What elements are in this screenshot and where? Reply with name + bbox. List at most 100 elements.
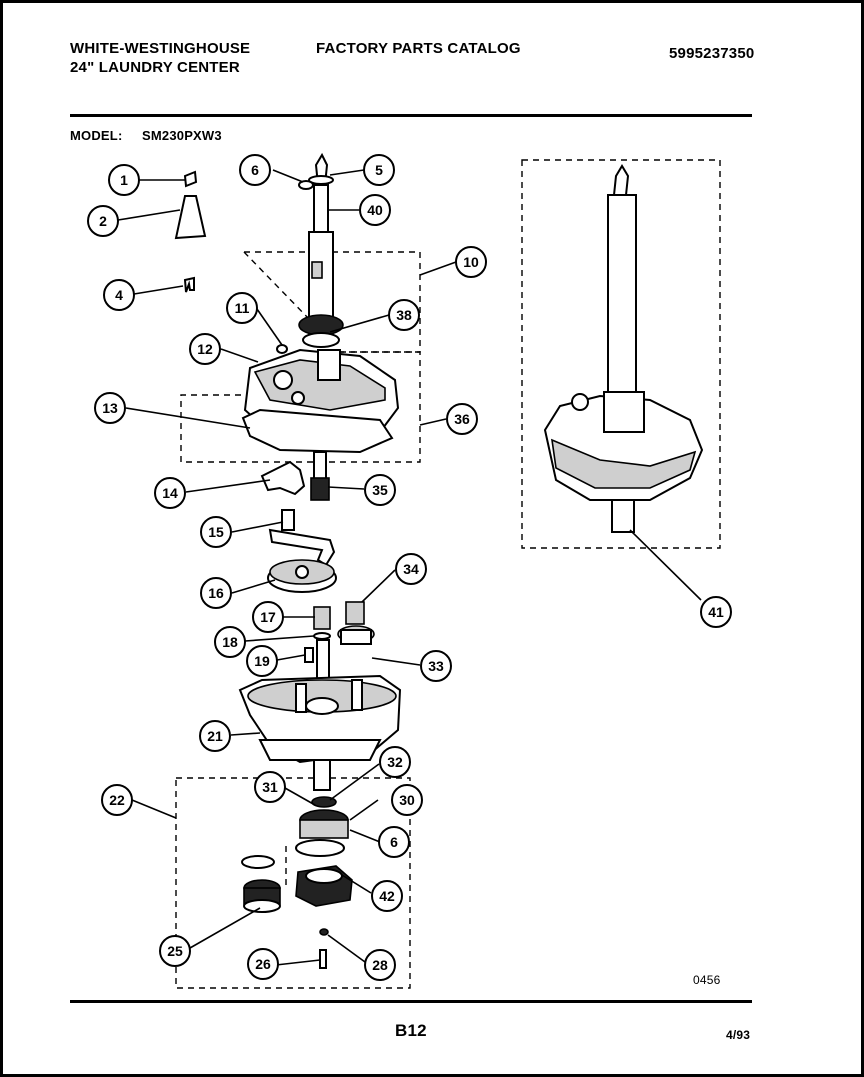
svg-text:38: 38 bbox=[396, 307, 412, 323]
callout-38: 38 bbox=[388, 299, 420, 331]
washer-part-18 bbox=[313, 632, 331, 640]
svg-text:13: 13 bbox=[102, 400, 118, 416]
svg-text:1: 1 bbox=[120, 172, 128, 188]
gasket-part-13 bbox=[241, 408, 394, 454]
callout-32: 32 bbox=[379, 746, 411, 778]
svg-text:42: 42 bbox=[379, 888, 395, 904]
callout-34: 34 bbox=[395, 553, 427, 585]
callout-31: 31 bbox=[254, 771, 286, 803]
svg-text:14: 14 bbox=[162, 485, 178, 501]
svg-text:2: 2 bbox=[99, 213, 107, 229]
clip-part-4 bbox=[183, 276, 195, 293]
callout-11: 11 bbox=[226, 292, 258, 324]
svg-text:26: 26 bbox=[255, 956, 271, 972]
callout-12: 12 bbox=[189, 333, 221, 365]
callout-33: 33 bbox=[420, 650, 452, 682]
svg-text:15: 15 bbox=[208, 524, 224, 540]
seal-part-42 bbox=[295, 839, 345, 857]
svg-text:30: 30 bbox=[399, 792, 415, 808]
callout-21: 21 bbox=[199, 720, 231, 752]
footer-rule bbox=[70, 1000, 752, 1003]
svg-text:12: 12 bbox=[197, 341, 213, 357]
group-10-diag bbox=[243, 251, 311, 321]
callout-1: 1 bbox=[108, 164, 140, 196]
callout-5: 5 bbox=[363, 154, 395, 186]
assembly-41-box bbox=[521, 159, 721, 549]
gear-part-16 bbox=[267, 559, 337, 593]
output-shaft bbox=[311, 759, 337, 808]
svg-text:28: 28 bbox=[372, 957, 388, 973]
svg-text:34: 34 bbox=[403, 561, 419, 577]
callout-25: 25 bbox=[159, 935, 191, 967]
callout-30: 30 bbox=[391, 784, 423, 816]
svg-text:31: 31 bbox=[262, 779, 278, 795]
svg-text:5: 5 bbox=[375, 162, 383, 178]
svg-text:4: 4 bbox=[115, 287, 123, 303]
svg-text:17: 17 bbox=[260, 609, 276, 625]
model-label: MODEL: bbox=[70, 128, 123, 143]
svg-text:6: 6 bbox=[390, 834, 398, 850]
callout-22: 22 bbox=[101, 784, 133, 816]
svg-text:22: 22 bbox=[109, 792, 125, 808]
callout-41: 41 bbox=[700, 596, 732, 628]
group-22-box bbox=[175, 777, 411, 989]
washer-part-28 bbox=[319, 928, 329, 936]
callout-2: 2 bbox=[87, 205, 119, 237]
callout-6-top: 6 bbox=[239, 154, 271, 186]
gearcase-lower-part-21 bbox=[238, 674, 402, 764]
svg-text:11: 11 bbox=[235, 300, 250, 316]
gear-part-34 bbox=[337, 601, 375, 645]
svg-text:32: 32 bbox=[387, 754, 403, 770]
transmission-assembly-41 bbox=[543, 164, 704, 533]
callout-13: 13 bbox=[94, 392, 126, 424]
callout-35: 35 bbox=[364, 474, 396, 506]
group-36-box bbox=[180, 351, 421, 463]
catalog-part-number: 5995237350 bbox=[669, 45, 755, 62]
callout-10: 10 bbox=[455, 246, 487, 278]
svg-text:21: 21 bbox=[207, 728, 223, 744]
callout-4: 4 bbox=[103, 279, 135, 311]
pinion-part-17 bbox=[313, 606, 331, 630]
callout-42: 42 bbox=[371, 880, 403, 912]
svg-text:10: 10 bbox=[463, 254, 479, 270]
header-rule bbox=[70, 114, 752, 117]
callout-17: 17 bbox=[252, 601, 284, 633]
callout-19: 19 bbox=[246, 645, 278, 677]
cap-part-1 bbox=[183, 170, 198, 188]
brake-part-cup bbox=[295, 865, 353, 907]
svg-text:33: 33 bbox=[428, 658, 444, 674]
svg-text:19: 19 bbox=[254, 653, 270, 669]
callout-6-lower: 6 bbox=[378, 826, 410, 858]
bearing-part-25 bbox=[243, 879, 281, 913]
cone-part-2 bbox=[174, 195, 207, 240]
svg-text:41: 41 bbox=[708, 604, 724, 620]
crank-part-15 bbox=[268, 509, 336, 567]
drawing-number: 0456 bbox=[693, 973, 721, 987]
svg-text:35: 35 bbox=[372, 482, 388, 498]
catalog-title: FACTORY PARTS CATALOG bbox=[316, 40, 521, 57]
model-number: SM230PXW3 bbox=[142, 128, 222, 143]
svg-text:18: 18 bbox=[222, 634, 238, 650]
callout-14: 14 bbox=[154, 477, 186, 509]
clutch-part-30 bbox=[299, 809, 349, 839]
callout-28: 28 bbox=[364, 949, 396, 981]
ring-part-6 bbox=[298, 180, 314, 190]
callout-18: 18 bbox=[214, 626, 246, 658]
callout-36: 36 bbox=[446, 403, 478, 435]
svg-text:6: 6 bbox=[251, 162, 259, 178]
callout-16: 16 bbox=[200, 577, 232, 609]
spring-part bbox=[241, 855, 275, 869]
product-name: 24" LAUNDRY CENTER bbox=[70, 59, 240, 76]
callout-26: 26 bbox=[247, 948, 279, 980]
brand-name: WHITE-WESTINGHOUSE bbox=[70, 40, 251, 57]
leader-lines bbox=[117, 169, 702, 966]
shift-lever-part-14 bbox=[260, 460, 306, 496]
callout-15: 15 bbox=[200, 516, 232, 548]
svg-text:16: 16 bbox=[208, 585, 224, 601]
screw-part-26 bbox=[319, 949, 327, 969]
pinion-part-35 bbox=[310, 451, 330, 501]
page-number: B12 bbox=[395, 1021, 427, 1040]
revision-date: 4/93 bbox=[726, 1028, 751, 1042]
